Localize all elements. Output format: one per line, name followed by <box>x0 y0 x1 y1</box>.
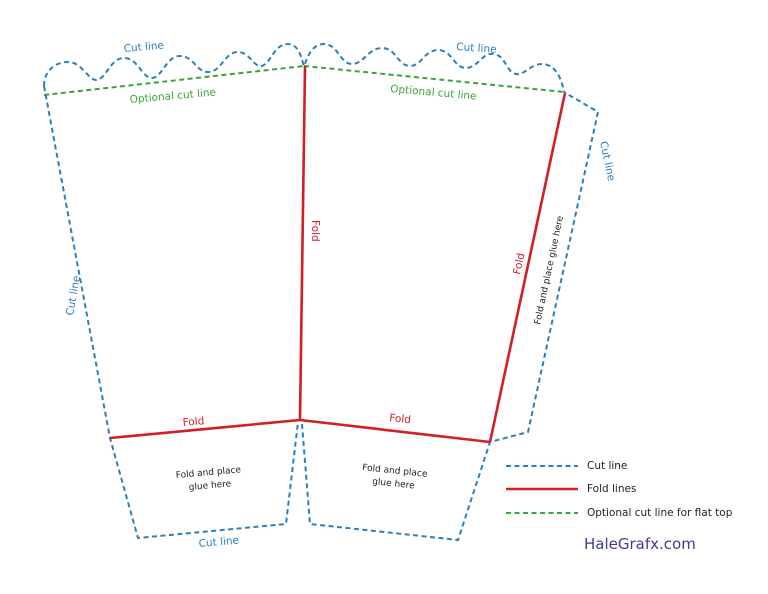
legend-fold-label: Fold lines <box>587 483 636 495</box>
fold-label-right-panel: Fold <box>511 252 527 276</box>
fold-label-bottom-right: Fold <box>389 412 412 426</box>
glue-label-right-tab-line1: Fold and place <box>362 463 429 480</box>
fold-label-center: Fold <box>309 220 321 242</box>
legend-cut-label: Cut line <box>587 460 627 472</box>
cut-line-bottom-right <box>301 91 600 542</box>
fold-line-center <box>298 65 307 421</box>
legend: Cut line Fold lines Optional cut line fo… <box>506 460 733 519</box>
cut-line-label-bottom: Cut line <box>198 535 239 550</box>
fold-line-right-panel <box>488 92 567 443</box>
optional-cut-line-left <box>43 65 305 96</box>
glue-label-right-panel: Fold and place glue here <box>533 215 566 326</box>
scalloped-cut-line <box>43 42 565 93</box>
fold-line-bottom-left <box>109 418 301 440</box>
cut-line-label-top-left: Cut line <box>123 40 164 55</box>
cut-line-left-edge <box>43 85 299 540</box>
fold-label-bottom-left: Fold <box>182 415 205 429</box>
cut-line-label-left: Cut line <box>64 275 83 317</box>
fold-line-bottom-right <box>299 418 491 444</box>
optional-cut-line-label-left: Optional cut line <box>129 86 216 106</box>
optional-cut-line-right <box>303 65 565 93</box>
cut-line-label-right: Cut line <box>597 140 617 182</box>
glue-label-left-tab-line2: glue here <box>188 479 232 493</box>
cut-line-label-top-right: Cut line <box>456 41 497 56</box>
optional-cut-line-label-right: Optional cut line <box>390 83 477 103</box>
brand-url: HaleGrafx.com <box>584 535 696 553</box>
legend-optional-label: Optional cut line for flat top <box>587 507 733 519</box>
glue-label-left-tab-line1: Fold and place <box>175 465 242 481</box>
glue-label-right-tab-line2: glue here <box>372 477 416 491</box>
